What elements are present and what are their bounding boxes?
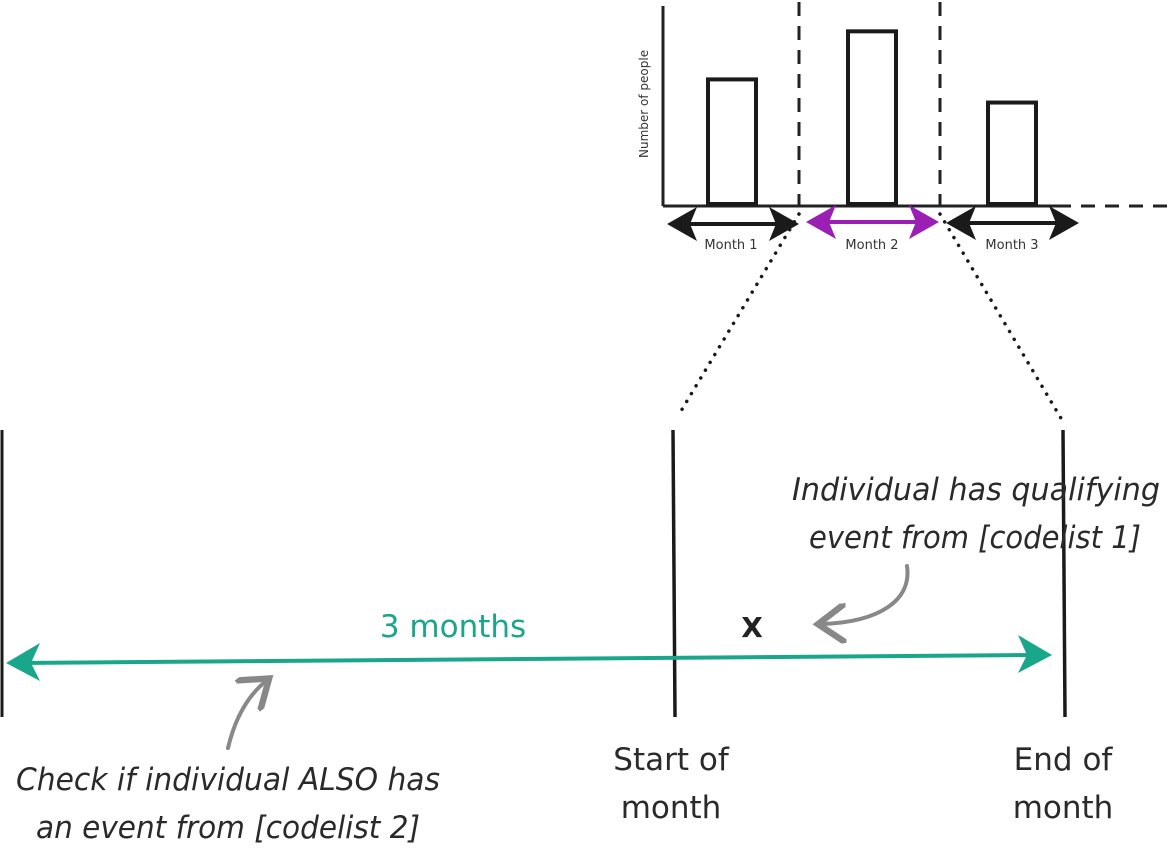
end-of-month-label-line2: month — [1013, 790, 1114, 826]
histogram-bar-month-2 — [846, 29, 898, 207]
month-2-label: Month 2 — [845, 238, 898, 253]
month-3-label: Month 3 — [985, 238, 1038, 253]
three-month-span-arrow — [6, 635, 1052, 681]
month-1-range-arrow — [667, 207, 799, 241]
three-month-span-label: 3 months — [380, 609, 526, 645]
check-codelist-pointer-arrow — [226, 681, 266, 750]
end-of-month-line — [1061, 429, 1067, 718]
y-axis-label: Number of people — [637, 50, 651, 158]
month-1-label: Month 1 — [704, 238, 757, 253]
check-codelist-annotation: Check if individual ALSO has an event fr… — [16, 681, 440, 846]
zoom-line-left — [676, 212, 801, 418]
start-of-month-line — [671, 429, 677, 718]
month-3-range-arrow — [946, 206, 1079, 240]
qualifying-event-marker: X — [741, 611, 763, 644]
timeline: 3 months X Start of month End of month — [0, 429, 1114, 826]
qualifying-event-text-line2: event from [codelist 1] — [809, 520, 1141, 556]
qualifying-event-text-line1: Individual has qualifying — [792, 472, 1160, 508]
check-codelist-text-line2: an event from [codelist 2] — [36, 810, 420, 846]
zoom-line-right — [938, 212, 1064, 422]
start-of-month-label-line1: Start of — [613, 742, 730, 778]
end-of-month-label-line1: End of — [1014, 742, 1114, 778]
start-of-month-label-line2: month — [621, 790, 722, 826]
histogram-bar-month-3 — [986, 100, 1038, 206]
check-codelist-text-line1: Check if individual ALSO has — [16, 762, 440, 798]
histogram: Number of people Month 1 Month 2 Month 3 — [637, 2, 1172, 253]
month-2-range-arrow — [806, 205, 939, 239]
histogram-bar-month-1 — [706, 77, 758, 206]
qualifying-event-annotation: Individual has qualifying event from [co… — [792, 472, 1160, 624]
qualifying-event-pointer-arrow — [822, 564, 910, 624]
